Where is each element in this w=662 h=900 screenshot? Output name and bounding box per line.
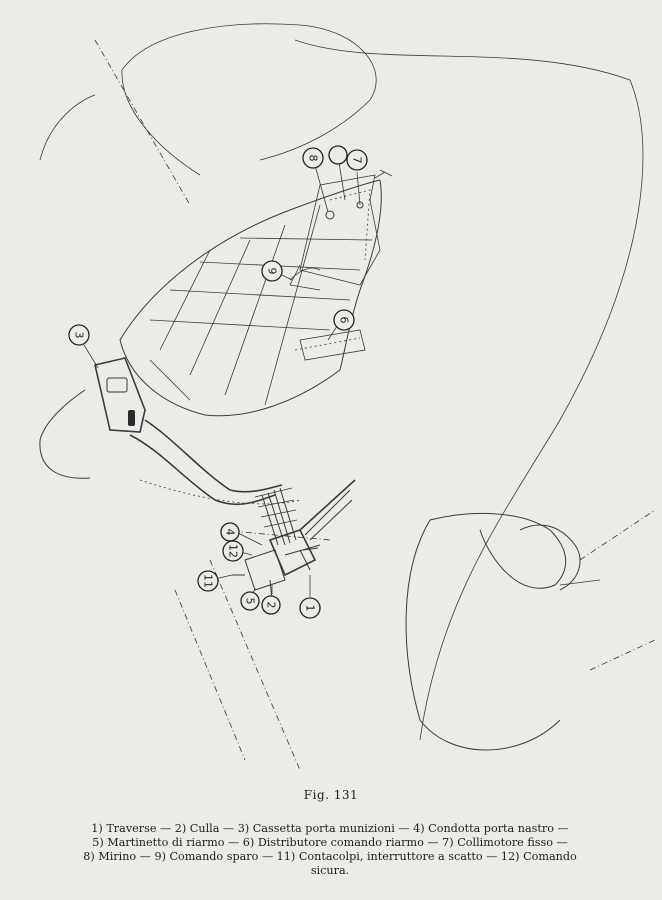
callout-3: 3 [68,324,90,346]
callout-unnumbered [328,145,348,165]
callout-label: 11 [202,574,215,588]
callout-5: 5 [240,591,260,611]
callout-label: 7 [351,157,364,164]
pedal-linkage [289,267,366,361]
callout-11: 11 [197,570,219,592]
callout-9: 9 [261,260,283,282]
callout-6: 6 [333,309,355,331]
callout-2: 2 [261,595,281,615]
legend-line: 1) Traverse — 2) Culla — 3) Cassetta por… [91,822,569,835]
legend-line: sicura. [310,864,350,877]
callout-12: 12 [222,540,244,562]
ammunition-box [39,357,146,479]
ammo-feed-chute [129,419,298,546]
canopy-frame [119,179,382,417]
callout-label: 3 [73,332,86,339]
callout-4: 4 [220,522,240,542]
callout-label: 9 [266,268,279,275]
callout-label: 2 [265,602,278,609]
lower-engine-nacelle [405,509,656,751]
callout-label: 4 [224,529,237,536]
machine-gun [232,479,356,601]
figure-legend: 1) Traverse — 2) Culla — 3) Cassetta por… [30,822,630,878]
callout-label: 12 [227,544,240,558]
aircraft-cockpit-diagram: 1 2 3 4 5 6 7 8 [39,23,656,771]
legend-line: 5) Martinetto di riarmo — 6) Distributor… [92,836,568,849]
callout-1: 1 [299,597,321,619]
gunsight-box [289,169,393,291]
callout-label: 8 [307,155,320,162]
upper-engine-nacelle [39,23,377,176]
callout-label: 6 [338,317,351,324]
callout-label: 5 [244,598,257,605]
callout-8: 8 [302,147,324,169]
callout-label: 1 [304,605,317,612]
callout-7: 7 [346,149,368,171]
figure-caption: Fig. 131 [303,788,359,802]
legend-line: 8) Mirino — 9) Comando sparo — 11) Conta… [83,850,577,863]
